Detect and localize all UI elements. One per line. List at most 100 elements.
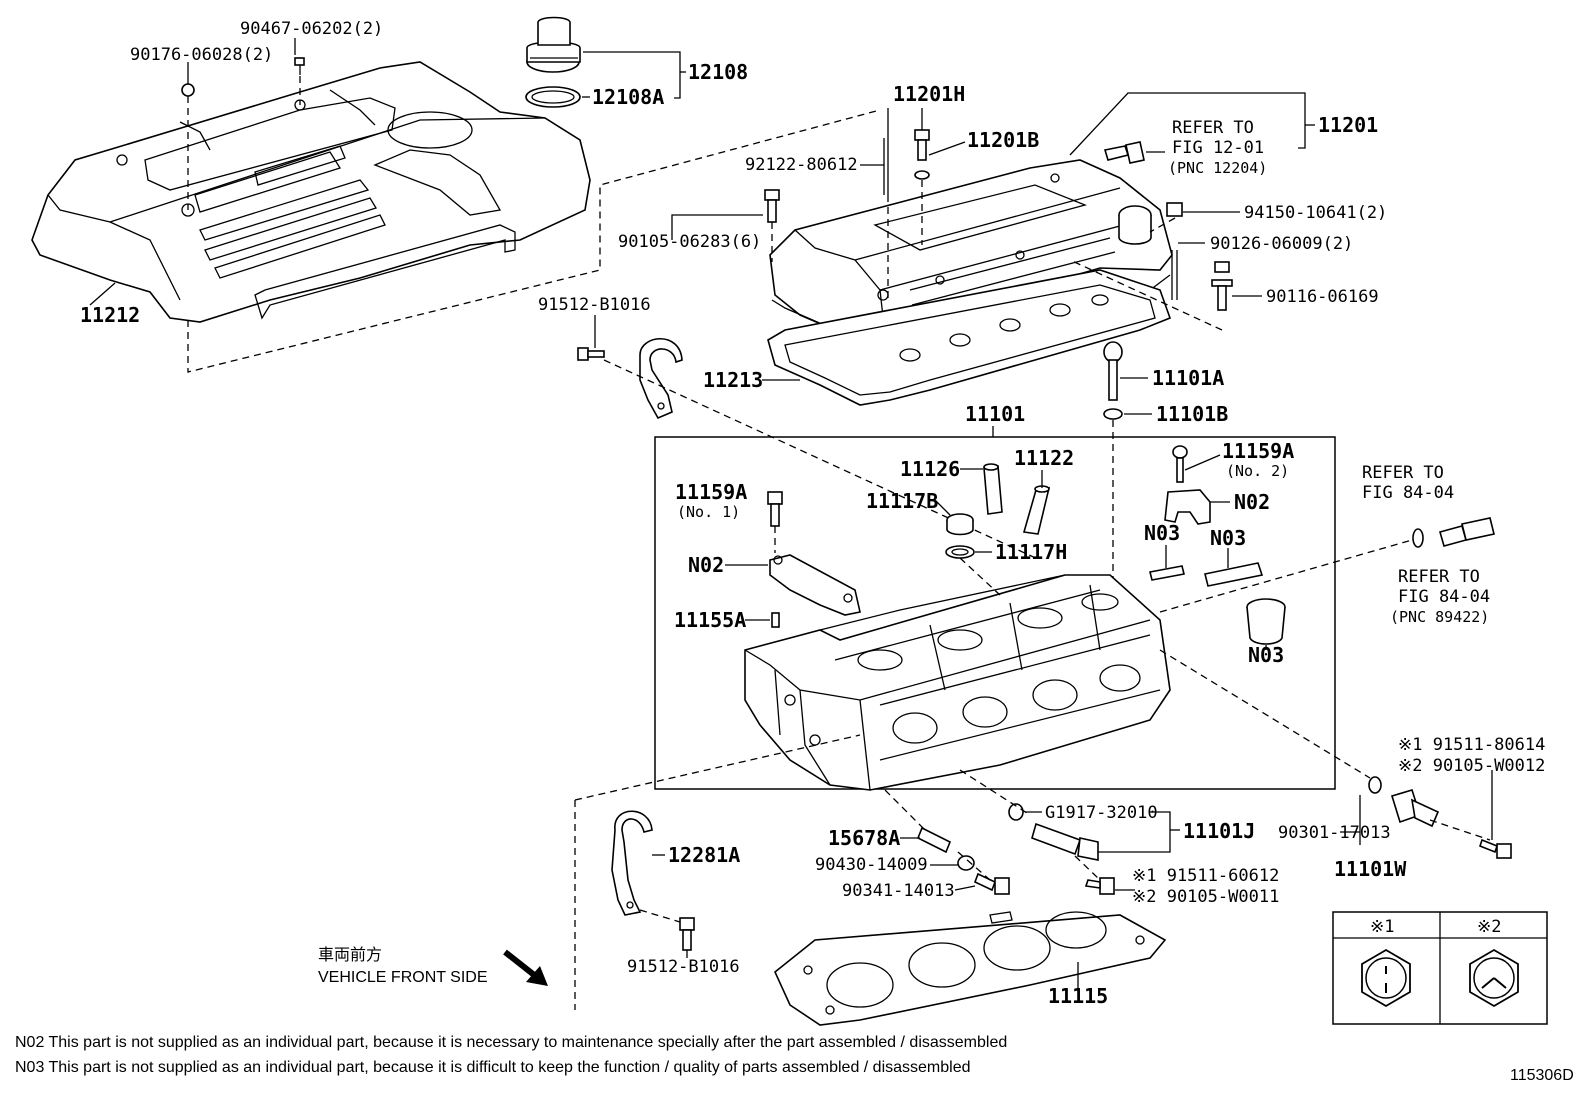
valve-guide-11122: [1022, 485, 1051, 535]
head-cover-gasket-11213: [767, 269, 1172, 406]
label-11115: 11115: [1048, 984, 1108, 1008]
label-11213: 11213: [703, 368, 763, 392]
o-ring-g1917: [1008, 803, 1024, 821]
label-90126: 90126-06009(2): [1210, 234, 1353, 254]
bolt-11159A-no1: [767, 491, 783, 527]
knock-pin-11155A: [771, 612, 780, 628]
legend-header-2: ※2: [1477, 917, 1501, 937]
label-90105-w0011: ※2 90105-W0011: [1132, 887, 1279, 907]
camshaft-bearing-cap-no2: [1164, 489, 1211, 525]
o-ring-90301: [1368, 776, 1382, 794]
vehicle-front-arrow-icon: [503, 949, 548, 986]
head-bolt-11101A: [1103, 341, 1123, 401]
label-11101W: 11101W: [1334, 857, 1407, 881]
label-90105-w0012: ※2 90105-W0012: [1398, 756, 1545, 776]
engine-hanger-upper: [639, 337, 683, 420]
nut-94150: [1166, 202, 1183, 217]
union-15678A: [916, 826, 952, 854]
label-91511-60612: ※1 91511-60612: [1132, 866, 1279, 886]
plug-11117B: [946, 513, 974, 536]
label-11159A-no1-sub: (No. 1): [677, 503, 740, 521]
label-90301: 90301-17013: [1278, 823, 1391, 843]
nut-90176: [181, 83, 195, 97]
gasket-11117H: [945, 545, 975, 559]
label-90430: 90430-14009: [815, 855, 928, 875]
label-refer-84-04-b: FIG 84-04: [1362, 483, 1454, 503]
label-92122: 92122-80612: [745, 155, 858, 175]
label-front-jp: 車両前方: [318, 946, 382, 964]
label-11101B: 11101B: [1156, 402, 1228, 426]
label-n03-a: N03: [1144, 521, 1180, 545]
label-n02-left: N02: [688, 553, 724, 577]
label-90176: 90176-06028(2): [130, 45, 273, 65]
stud-90126: [1171, 250, 1178, 300]
bolt-11159A-no2: [1172, 445, 1188, 483]
bolt-90341: [973, 872, 1010, 895]
bolt-91511-80614: [1479, 838, 1512, 859]
label-90105-06283: 90105-06283(6): [618, 232, 761, 252]
engine-cover-11212: [31, 61, 591, 323]
label-11201: 11201: [1318, 113, 1378, 137]
label-11159A-no2: 11159A: [1222, 439, 1294, 463]
bolt-90105-06283: [764, 189, 780, 223]
label-refer-12-01-a: REFER TO: [1172, 118, 1254, 138]
label-front-en: VEHICLE FRONT SIDE: [318, 969, 488, 986]
label-11201B: 11201B: [967, 128, 1039, 152]
label-g1917: G1917-32010: [1045, 803, 1158, 823]
label-refer-12-01-c: (PNC 12204): [1168, 159, 1267, 177]
label-refer-12-01-b: FIG 12-01: [1172, 138, 1264, 158]
label-refer-84-04-d: FIG 84-04: [1398, 587, 1490, 607]
label-94150: 94150-10641(2): [1244, 203, 1387, 223]
camshaft-bearing-cap-no1: [769, 554, 861, 616]
label-n03-b: N03: [1210, 526, 1246, 550]
label-11101A: 11101A: [1152, 366, 1224, 390]
label-refer-84-04-e: (PNC 89422): [1390, 608, 1489, 626]
bolt-91511-60612: [1084, 877, 1115, 895]
pin-n03-large: [1204, 562, 1264, 587]
label-12108A: 12108A: [592, 85, 664, 109]
bolt-90116: [1211, 261, 1233, 311]
bolt-90467: [294, 57, 305, 75]
head-bolt-washer-11101B: [1103, 408, 1123, 420]
bolt-head-type2-icon: [1469, 948, 1519, 1008]
label-91512-upper: 91512-B1016: [538, 295, 651, 315]
washer-11201B: [914, 170, 930, 180]
oil-filler-cap-12108: [526, 16, 581, 73]
label-refer-84-04-c: REFER TO: [1398, 567, 1480, 587]
bushing-n03: [1246, 598, 1286, 645]
cylinder-head-11101: [744, 574, 1171, 791]
label-11101J: 11101J: [1183, 819, 1255, 843]
bolt-11201H: [914, 129, 930, 161]
label-15678A: 15678A: [828, 826, 900, 850]
label-11159A-no1: 11159A: [675, 480, 747, 504]
label-n03-c: N03: [1248, 643, 1284, 667]
label-11155A: 11155A: [674, 608, 746, 632]
figure-id: 115306D: [1510, 1067, 1574, 1084]
label-11117B: 11117B: [866, 489, 938, 513]
bolt-head-type1-icon: [1361, 948, 1411, 1008]
sensor-89422: [1439, 517, 1495, 547]
stud-92122: [883, 138, 889, 195]
note-n03: N03 This part is not supplied as an indi…: [15, 1059, 971, 1076]
label-12108: 12108: [688, 60, 748, 84]
head-gasket-11115: [774, 911, 1167, 1026]
gasket-90430: [957, 855, 975, 871]
pin-n03-small: [1149, 565, 1185, 581]
oil-cap-gasket-12108A: [525, 86, 581, 108]
label-11101: 11101: [965, 402, 1025, 426]
label-91511-80614: ※1 91511-80614: [1398, 735, 1545, 755]
bolt-91512-lower: [679, 917, 695, 951]
legend-header-1: ※1: [1370, 917, 1394, 937]
label-11212: 11212: [80, 303, 140, 327]
label-n02-right: N02: [1234, 490, 1270, 514]
label-90467: 90467-06202(2): [240, 19, 383, 39]
label-11201H: 11201H: [893, 82, 965, 106]
valve-guide-11126: [983, 463, 1003, 515]
note-n02: N02 This part is not supplied as an indi…: [15, 1034, 1007, 1051]
cylinder-head-cover-11201: [769, 159, 1173, 359]
label-91512-lower: 91512-B1016: [627, 957, 740, 977]
cam-position-sensor-11101W: [1390, 789, 1440, 828]
label-11126: 11126: [900, 457, 960, 481]
label-refer-84-04-a: REFER TO: [1362, 463, 1444, 483]
